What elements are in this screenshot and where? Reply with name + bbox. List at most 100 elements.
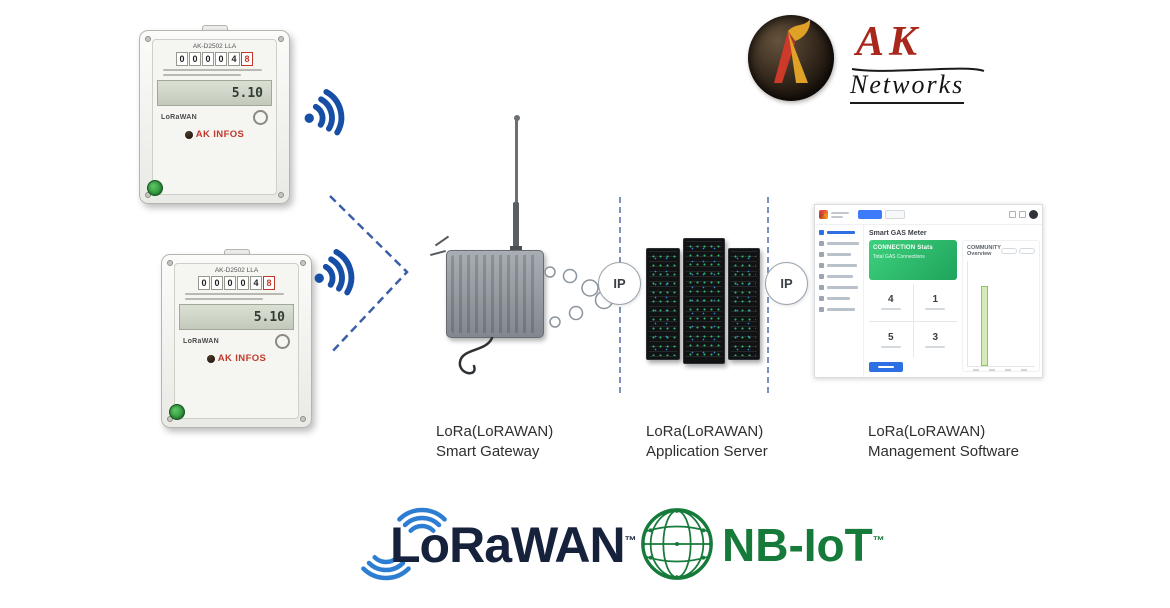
counter-digit: 0 <box>189 52 201 66</box>
counter-digit: 4 <box>228 52 240 66</box>
meter-dial-button <box>275 334 290 349</box>
lora-gateway-device <box>430 115 565 376</box>
antenna-rod <box>515 118 518 204</box>
trademark-symbol: ™ <box>872 533 885 548</box>
stat-cell: 4 <box>869 284 913 321</box>
ak-wordmark: AK <box>856 19 923 65</box>
meter-lcd-display: 5.10 <box>179 304 294 330</box>
meter-lcd-value: 5.10 <box>231 85 263 101</box>
lorawan-logo: LoRaWAN™ <box>346 500 646 592</box>
nbiot-globe-icon <box>641 508 713 580</box>
nbiot-wordmark: NB-IoT™ <box>722 519 885 571</box>
counter-digit: 0 <box>202 52 214 66</box>
server-caption: LoRa(LoRAWAN) Application Server <box>646 423 768 460</box>
meter-brand-name: AK INFOS <box>195 129 245 140</box>
dashboard-sidebar <box>815 225 864 377</box>
counter-digit: 4 <box>250 276 262 290</box>
legend-pill <box>1018 248 1035 254</box>
stat-cell: 1 <box>913 284 957 321</box>
ip-badge-left: IP <box>598 262 641 305</box>
lorawan-wordmark: LoRaWAN™ <box>390 517 637 573</box>
meter-dial-button <box>253 110 268 125</box>
gateway-caption: LoRa(LoRAWAN) Smart Gateway <box>436 423 554 460</box>
gateway-enclosure <box>446 250 544 338</box>
community-overview-title: COMMUNITY Overview <box>967 245 1001 257</box>
meter-terminal-connector <box>169 404 185 420</box>
meter-lcd-value: 5.10 <box>253 309 285 325</box>
sidebar-item <box>819 285 859 290</box>
sidebar-item <box>819 296 859 301</box>
lorawan-arcs-icon <box>361 507 447 581</box>
management-software-screenshot: Smart GAS Meter CONNECTION Stats Total G… <box>814 204 1043 378</box>
meter-screw <box>145 36 151 42</box>
server-rack <box>646 248 680 360</box>
meter-face: AK-D2502 LLA 0 0 0 0 4 8 5.10 LoRaWAN <box>152 39 277 195</box>
sidebar-item <box>819 274 859 279</box>
counter-digit: 0 <box>176 52 188 66</box>
server-rack <box>728 248 760 360</box>
dashboard-tab <box>885 210 905 219</box>
meter-spec-text <box>179 290 294 300</box>
smart-meter-2: AK-D2502 LLA 0 0 0 0 4 8 5.10 LoRaWAN <box>161 249 312 428</box>
ip-badge-right: IP <box>765 262 808 305</box>
gateway-wire-stub <box>434 235 450 247</box>
overview-bar-chart <box>967 261 1035 371</box>
ak-emblem-icon <box>748 15 834 101</box>
stats-grid: 4 1 5 3 <box>869 284 957 358</box>
sidebar-item <box>819 241 859 246</box>
connection-stats-card: CONNECTION Stats Total GAS Connections <box>869 240 957 280</box>
meter-lorawan-logo: LoRaWAN <box>183 338 219 345</box>
sidebar-item <box>819 230 859 235</box>
counter-digit: 0 <box>211 276 223 290</box>
meter-screw <box>300 260 306 266</box>
meter-screw <box>300 416 306 422</box>
meter-lorawan-logo: LoRaWAN <box>161 114 197 121</box>
dashed-chevron-arrow <box>329 195 409 355</box>
sidebar-item <box>819 252 859 257</box>
meter-face: AK-D2502 LLA 0 0 0 0 4 8 5.10 LoRaWAN <box>174 263 299 419</box>
stat-cell: 3 <box>913 321 957 358</box>
antenna-mount <box>510 246 522 252</box>
dashboard-tab-active <box>858 210 882 219</box>
wifi-signal-icon <box>314 248 355 296</box>
meter-brand-badge: AK INFOS <box>157 129 272 140</box>
meter-spec-text <box>157 66 272 76</box>
counter-digit: 0 <box>237 276 249 290</box>
dashboard-page-title: Smart GAS Meter <box>869 230 927 237</box>
counter-digit: 0 <box>198 276 210 290</box>
meter-brand-name: AK INFOS <box>217 353 267 364</box>
software-caption: LoRa(LoRAWAN) Management Software <box>868 423 1019 460</box>
community-overview-panel: COMMUNITY Overview <box>962 240 1040 372</box>
dashboard-logo-icon <box>819 210 828 219</box>
networks-wordmark: Networks <box>850 70 965 104</box>
settings-icon <box>1019 211 1026 218</box>
nbiot-logo: NB-IoT™ <box>638 500 918 592</box>
meter-screw <box>167 260 173 266</box>
trademark-symbol: ™ <box>624 533 637 548</box>
gateway-cable <box>458 336 494 375</box>
meter-brand-badge: AK INFOS <box>179 353 294 364</box>
meter-terminal-connector <box>147 180 163 196</box>
notification-icon <box>1009 211 1016 218</box>
logo-underline-swoosh <box>851 67 985 72</box>
application-server-racks <box>646 238 760 364</box>
sidebar-item <box>819 307 859 312</box>
connection-stats-title: CONNECTION Stats <box>873 245 933 251</box>
ak-infos-mark-icon <box>184 130 193 139</box>
counter-digit: 0 <box>215 52 227 66</box>
antenna-base <box>513 202 519 250</box>
dashboard-logo-text <box>831 211 849 218</box>
meter-lcd-display: 5.10 <box>157 80 272 106</box>
counter-digit: 8 <box>263 276 275 290</box>
connection-stats-subtitle: Total GAS Connections <box>873 254 925 260</box>
meter-body: AK-D2502 LLA 0 0 0 0 4 8 5.10 LoRaWAN <box>161 254 312 428</box>
counter-digit: 0 <box>224 276 236 290</box>
smart-meter-1: AK-D2502 LLA 0 0 0 0 4 8 5.10 LoRaWAN <box>139 25 290 204</box>
user-avatar <box>1029 210 1038 219</box>
wifi-signal-icon <box>304 88 345 136</box>
sidebar-item <box>819 263 859 268</box>
meter-register-counter: 0 0 0 0 4 8 <box>179 276 294 290</box>
gateway-wire-stub <box>430 249 446 257</box>
dashboard-topbar <box>815 205 1042 225</box>
